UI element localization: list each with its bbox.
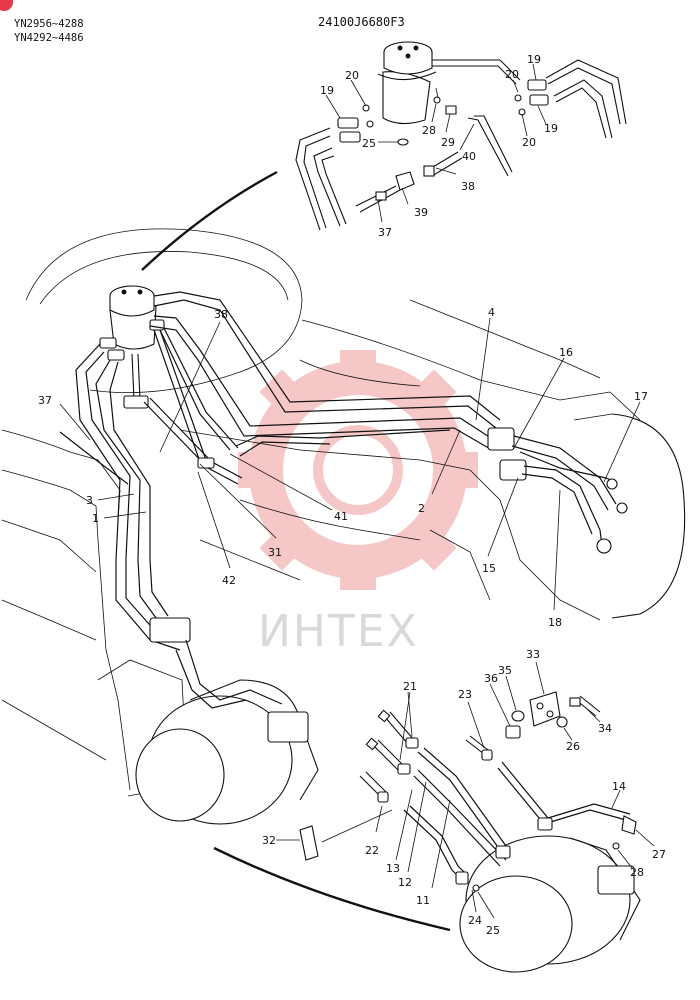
callout-20-right-top: 20 [505,68,519,81]
callout-37-main: 37 [38,394,52,407]
bottom-callouts [276,661,655,919]
callout-20-right-bottom: 20 [522,136,536,149]
detail-callouts [325,63,547,223]
callout-1: 1 [92,512,99,525]
callout-26: 26 [566,740,580,753]
callout-19-left: 19 [320,84,334,97]
callout-13: 13 [386,862,400,875]
callout-19-right-bottom: 19 [544,122,558,135]
main-swivel-joint [99,285,165,409]
serial-range-2: YN4292~4486 [14,32,84,44]
callout-27: 27 [652,848,666,861]
machine-body-outline [1,228,686,973]
callout-34: 34 [598,722,612,735]
callout-35: 35 [498,664,512,677]
callout-2: 2 [418,502,425,515]
callout-17: 17 [634,390,648,403]
watermark-text: ИНТЕХ [258,606,419,657]
serial-range-1: YN2956~4288 [14,18,84,30]
callout-22: 22 [365,844,379,857]
callout-23: 23 [458,688,472,701]
pilot-line [153,329,207,463]
swivel-joint-detail [295,41,627,231]
callout-28-bottom: 28 [630,866,644,879]
callout-16: 16 [559,346,573,359]
main-hose-bundle [59,291,628,709]
callout-12: 12 [398,876,412,889]
callout-21: 21 [403,680,417,693]
callout-3: 3 [86,494,93,507]
drawing-number: 24100J6680F3 [318,15,405,29]
center-fitting [197,457,215,469]
main-callouts [59,317,641,611]
callout-37-detail: 37 [378,226,392,239]
callout-31: 31 [268,546,282,559]
callout-33: 33 [526,648,540,661]
callout-40: 40 [462,150,476,163]
callout-29: 29 [441,136,455,149]
callout-32: 32 [262,834,276,847]
callout-39: 39 [414,206,428,219]
callout-14: 14 [612,780,626,793]
callout-41: 41 [334,510,348,523]
callout-15: 15 [482,562,496,575]
callout-25-bottom: 25 [486,924,500,937]
callout-24: 24 [468,914,482,927]
callout-25-detail: 25 [362,137,376,150]
callout-19-right-top: 19 [527,53,541,66]
callout-36: 36 [484,672,498,685]
detail-pointer-arc [141,170,278,271]
callout-42: 42 [222,574,236,587]
corner-badge [0,0,13,11]
callout-38-detail: 38 [461,180,475,193]
callout-11: 11 [416,894,430,907]
callout-38-main: 38 [214,308,228,321]
callout-20-left: 20 [345,69,359,82]
callout-18: 18 [548,616,562,629]
callout-28-detail: 28 [422,124,436,137]
callout-4: 4 [488,306,495,319]
